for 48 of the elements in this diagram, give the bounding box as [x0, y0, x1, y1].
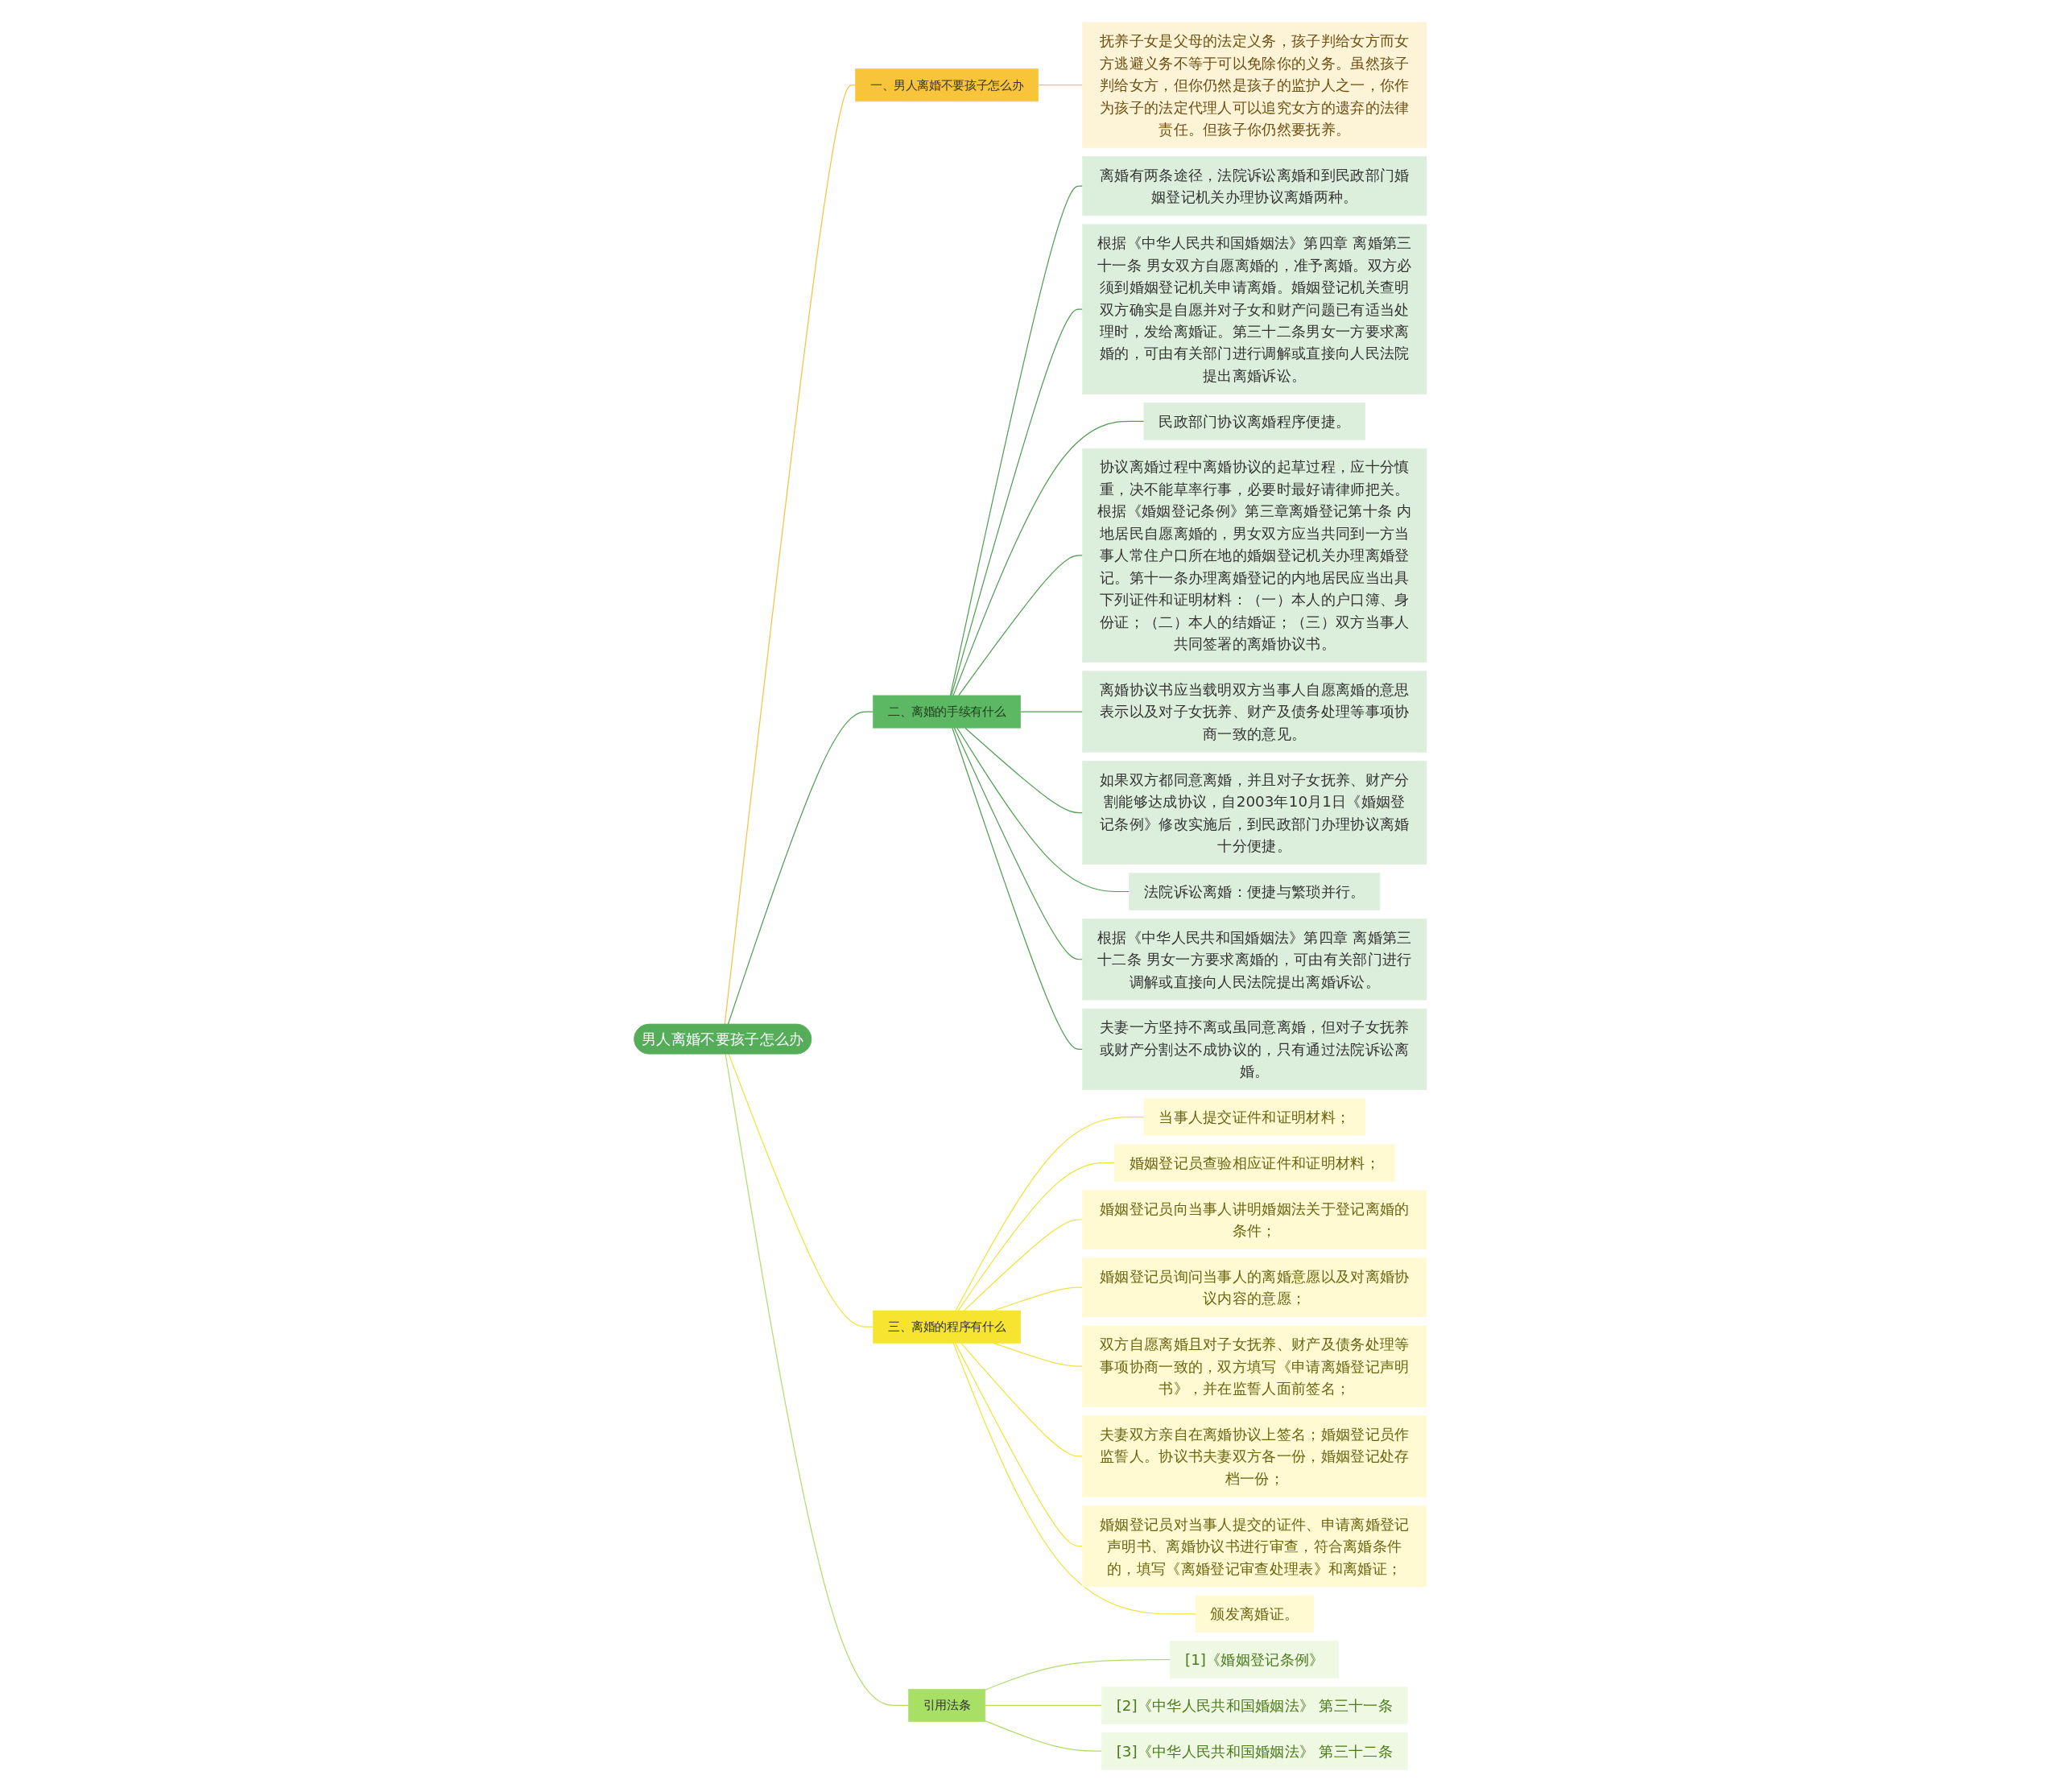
connector: [964, 727, 1084, 814]
node-box: 婚姻登记员向当事人讲明婚姻法关于登记离婚的条件；: [1082, 1190, 1427, 1249]
connector: [1038, 85, 1084, 86]
node-box: 婚姻登记员查验相应证件和证明材料；: [1114, 1144, 1395, 1182]
node-box: 三、离婚的程序有什么: [873, 1310, 1022, 1344]
node-box: 民政部门协议离婚程序便捷。: [1143, 403, 1365, 440]
node-box: 离婚有两条途径，法院诉讼离婚和到民政部门婚姻登记机关办理协议离婚两种。: [1082, 156, 1427, 217]
node-box: [2]《中华人民共和国婚姻法》 第三十一条: [1101, 1687, 1408, 1724]
connector: [985, 1659, 1171, 1691]
node-box: 抚养子女是父母的法定义务，孩子判给女方而女方逃避义务不等于可以免除你的义务。虽然孩子判给女方，但你仍然是孩子的监护人之一，你作为孩子的法定代理人可以追究女方的遗弃的法律责任。但孩子你仍然要抚养。: [1082, 22, 1427, 148]
connector: [985, 1704, 1103, 1707]
node-box: 二、离婚的手续有什么: [873, 695, 1022, 729]
node-box: 如果双方都同意离婚，并且对子女抚养、财产分割能够达成协议，自2003年10月1日《婚姻登记条例》修改实施后，到民政部门办理协议离婚十分便捷。: [1082, 761, 1427, 865]
connector: [952, 420, 1145, 696]
node-box: 夫妻一方坚持不离或虽同意离婚，但对子女抚养或财产分割达不成协议的，只有通过法院诉讼离婚。: [1082, 1008, 1427, 1091]
node-box: 婚姻登记员对当事人提交的证件、申请离婚登记声明书、离婚协议书进行审查，符合离婚条件的，填写《离婚登记审查处理表》和离婚证；: [1082, 1505, 1427, 1588]
connector: [956, 727, 1130, 893]
node-box: 法院诉讼离婚：便捷与繁琐并行。: [1129, 873, 1381, 910]
connector: [724, 85, 857, 1026]
connector: [957, 1162, 1115, 1311]
connector: [728, 1053, 874, 1327]
node-box: 当事人提交证件和证明材料；: [1143, 1098, 1365, 1136]
node-box: 引用法条: [908, 1689, 986, 1722]
connector: [949, 185, 1084, 696]
connector: [1020, 711, 1084, 712]
node-box: 双方自愿离婚且对子女抚养、财产及债务处理等事项协商一致的，双方填写《申请离婚登记声明书》，并在监誓人面前签名；: [1082, 1325, 1427, 1407]
connector: [727, 711, 874, 1026]
node-box: 婚姻登记员询问当事人的离婚意愿以及对离婚协议内容的意愿；: [1082, 1257, 1427, 1318]
connector: [958, 555, 1084, 696]
node-box: [3]《中华人民共和国婚姻法》 第三十二条: [1101, 1732, 1408, 1770]
connector: [963, 1219, 1084, 1311]
connector: [952, 1342, 1196, 1615]
node-box: 离婚协议书应当载明双方当事人自愿离婚的意思表示以及对子女抚养、财产及债务处理等事项协商一致的意见。: [1082, 671, 1427, 753]
node-box: 夫妻双方亲自在离婚协议上签名；婚姻登记员作监誓人。协议书夫妻双方各一份，婚姻登记处存档一份；: [1082, 1415, 1427, 1497]
connector: [955, 1342, 1084, 1547]
node-box: 颁发离婚证。: [1195, 1595, 1314, 1633]
node-box: [1]《婚姻登记条例》: [1170, 1641, 1340, 1678]
connector: [725, 1053, 910, 1707]
node-box: 根据《中华人民共和国婚姻法》第四章 离婚第三十二条 男女一方要求离婚的，可由有关部门进行调解或直接向人民法院提出离婚诉讼。: [1082, 919, 1427, 1001]
connector: [960, 1342, 1084, 1457]
node-box: 根据《中华人民共和国婚姻法》第四章 离婚第三十一条 男女双方自愿离婚的，准予离婚。双方必须到婚姻登记机关申请离婚。婚姻登记机关查明双方确实是自愿并对子女和财产问题已有适当处理时，发给离婚证。第三十二条男女一方要求离婚的，可由有关部门进行调解或直接向人民法院提出离婚诉讼。: [1082, 224, 1427, 394]
connector: [955, 1117, 1145, 1311]
connector: [951, 308, 1084, 696]
connector: [952, 727, 1084, 1051]
connector: [953, 727, 1084, 960]
node-box: 协议离婚过程中离婚协议的起草过程，应十分慎重，决不能草率行事，必要时最好请律师把关。根据《婚姻登记条例》第三章离婚登记第十条 内地居民自愿离婚的，男女双方应当共同到一方当事人常住户口所在地的婚姻登记机关办理离婚登记。第十一条办理离婚登记的内地居民应当出具下列证件和证明材料：（一）本人的户口簿、身份证；（二）本人的结婚证；（三）双方当事人共同签署的离婚协议书。: [1082, 448, 1427, 663]
connector: [985, 1720, 1103, 1752]
node-box: 一、男人离婚不要孩子怎么办: [855, 68, 1039, 102]
